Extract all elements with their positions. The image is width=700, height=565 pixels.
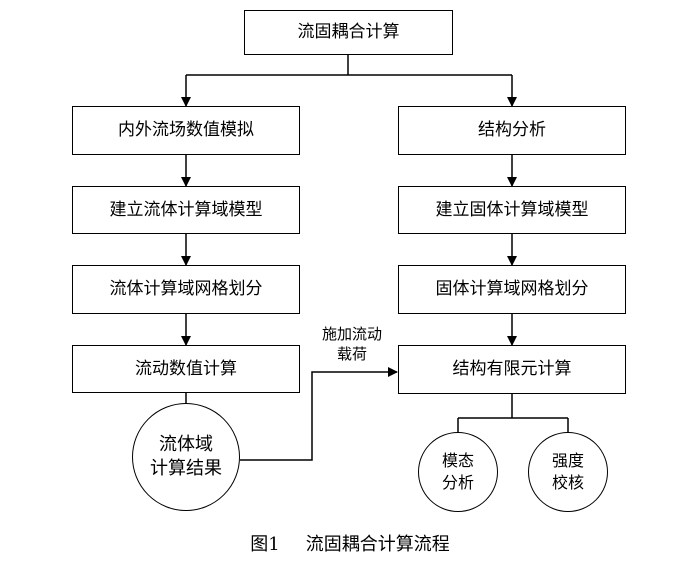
node-fsi-calculation-label: 流固耦合计算 [297,22,400,43]
node-modal-analysis-line2: 分析 [441,473,474,492]
node-modal-analysis: 模态 分析 [418,432,498,512]
node-fluid-result: 流体域 计算结果 [132,403,240,511]
node-flow-numerical-calc-label: 流动数值计算 [135,358,237,379]
node-solid-mesh: 固体计算域网格划分 [398,265,626,314]
node-modal-analysis-line1: 模态 [441,451,474,471]
arrow-result-to-right4 [240,367,398,461]
node-structural-fe-calc-label: 结构有限元计算 [452,359,572,380]
node-solid-domain-model: 建立固体计算域模型 [398,186,626,234]
node-solid-domain-model-label: 建立固体计算域模型 [435,199,589,220]
node-strength-check: 强度 校核 [528,432,608,512]
edge-label-apply-flow-load: 施加流动 载荷 [306,325,398,364]
node-fluid-mesh: 流体计算域网格划分 [72,265,300,314]
figure-number: 图1 [250,534,280,555]
figure-title: 流固耦合计算流程 [305,534,450,555]
node-fluid-domain-model-label: 建立流体计算域模型 [109,199,263,220]
node-fluid-result-line2: 计算结果 [150,458,222,479]
node-structural-analysis: 结构分析 [398,106,626,155]
node-flow-simulation-label: 内外流场数值模拟 [118,120,254,141]
node-fluid-domain-model: 建立流体计算域模型 [72,186,300,234]
node-solid-mesh-label: 固体计算域网格划分 [435,279,589,300]
figure-caption: 图1 流固耦合计算流程 [0,530,700,556]
node-flow-simulation: 内外流场数值模拟 [72,106,300,155]
node-structural-analysis-label: 结构分析 [478,120,546,141]
node-structural-fe-calc: 结构有限元计算 [398,345,626,394]
node-fsi-calculation: 流固耦合计算 [244,10,453,55]
node-fluid-result-line1: 流体域 [159,433,213,455]
node-strength-check-line1: 强度 [551,451,584,471]
edge-label-line1: 施加流动 [321,325,382,343]
node-fluid-mesh-label: 流体计算域网格划分 [109,279,263,300]
edge-label-line2: 载荷 [336,344,367,363]
node-flow-numerical-calc: 流动数值计算 [72,345,300,393]
node-strength-check-line2: 校核 [551,473,584,492]
